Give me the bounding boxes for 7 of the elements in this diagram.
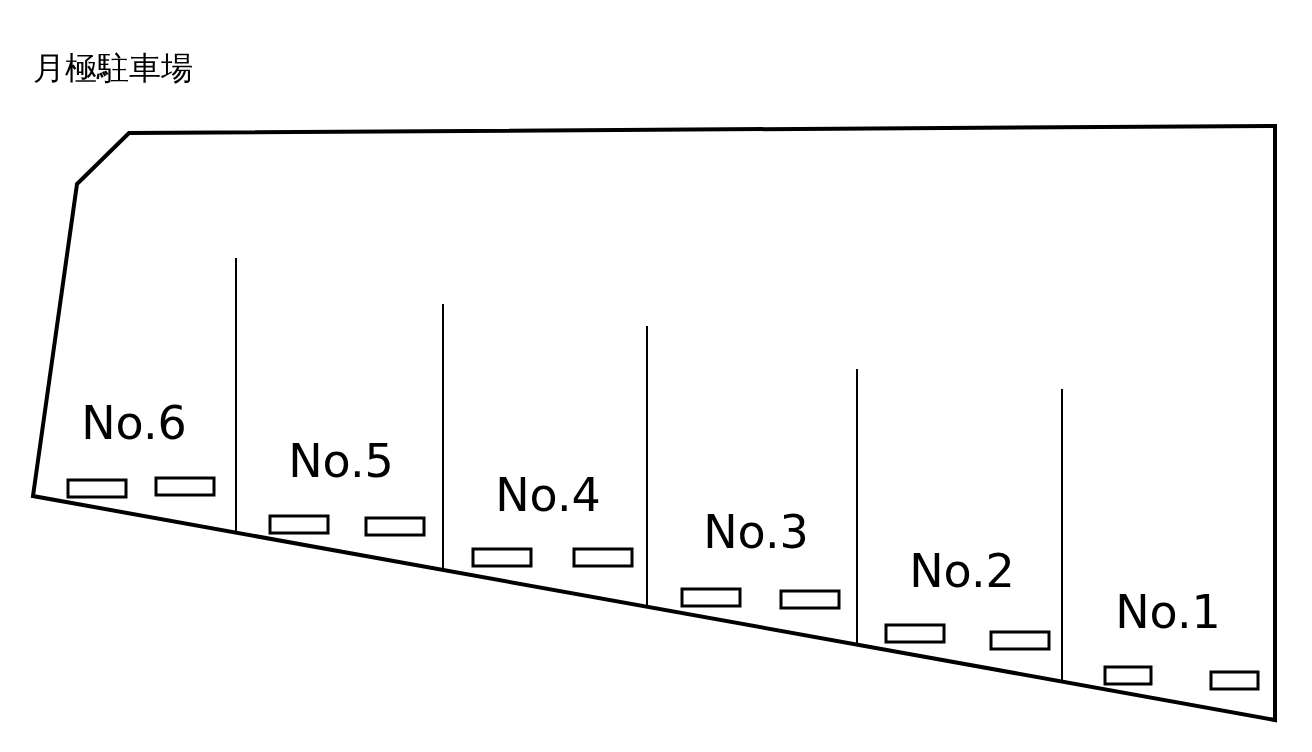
- space-number: No.6: [81, 400, 187, 446]
- title: 月極駐車場: [33, 52, 193, 84]
- space-number: No.3: [703, 509, 809, 555]
- space-number: No.4: [495, 472, 601, 518]
- space-number: No.2: [909, 548, 1015, 594]
- space-number: No.1: [1115, 589, 1221, 635]
- space-number: No.5: [288, 438, 394, 484]
